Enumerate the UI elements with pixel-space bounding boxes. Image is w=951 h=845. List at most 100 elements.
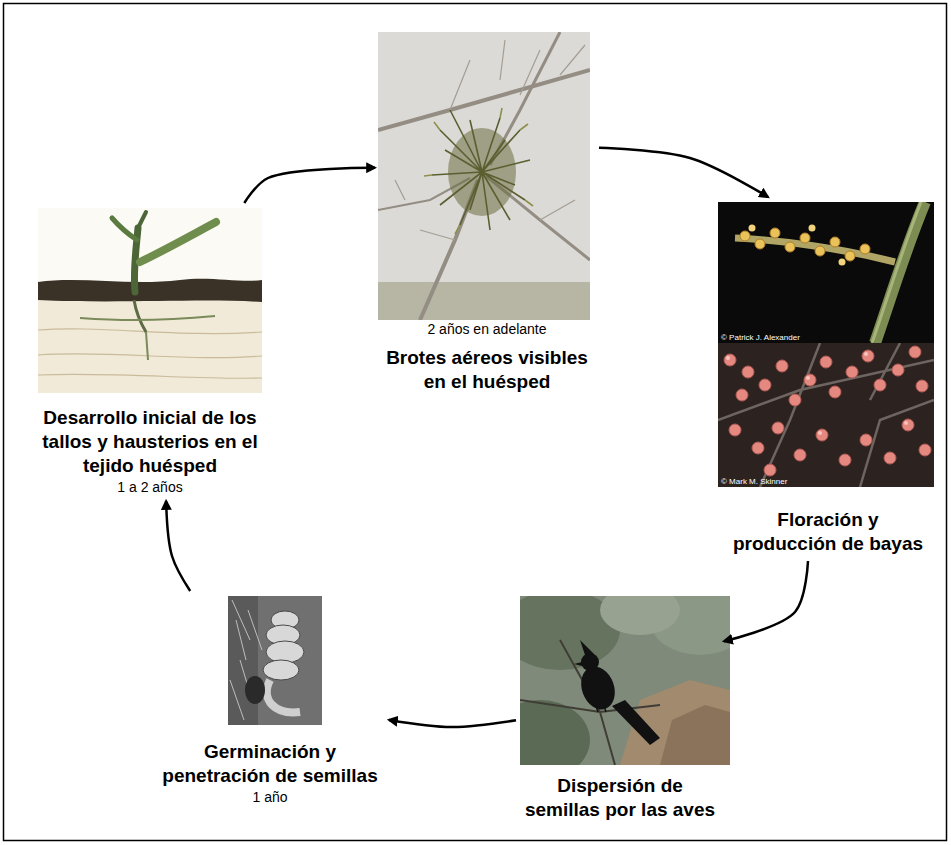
berries-photo <box>820 356 832 368</box>
flower-photo <box>785 242 795 252</box>
haustorium-illustration <box>38 208 262 393</box>
seed-micrograph <box>228 596 322 725</box>
haustorium-illustration <box>38 300 262 393</box>
bird-photo <box>612 700 660 745</box>
berries-photo <box>862 350 874 362</box>
flower-photo <box>872 202 921 343</box>
berries-photo <box>874 379 886 391</box>
flower-photo <box>860 244 870 254</box>
stage-title: Floración y producción de bayas <box>728 508 928 556</box>
bird-photo <box>660 705 730 765</box>
seed-micrograph <box>263 660 299 680</box>
bird-photo <box>580 640 594 655</box>
mistletoe-photo <box>395 40 585 240</box>
stage-node: Dispersión de semillas por las aves <box>521 596 719 822</box>
berries-photo <box>736 389 748 401</box>
berries-photo <box>742 366 754 378</box>
stage-title: Dispersión de semillas por las aves <box>521 774 719 822</box>
haustorium-illustration <box>38 279 262 302</box>
berries-photo <box>752 442 764 454</box>
haustorium-illustration <box>138 212 146 228</box>
flower-photo <box>830 237 840 247</box>
flower-photo <box>718 202 934 343</box>
stage-title: Brotes aéreos visibles en el huésped <box>380 346 594 394</box>
flower-photo <box>749 225 756 232</box>
stage-node: 2 años en adelanteBrotes aéreos visibles… <box>380 32 594 394</box>
berries-photo <box>846 366 858 378</box>
flower-photo <box>718 202 934 343</box>
mistletoe-photo <box>378 282 590 320</box>
seed-micrograph <box>266 641 304 663</box>
haustorium-illustration <box>80 316 215 360</box>
berries-photo <box>839 454 851 466</box>
flower-photo <box>839 259 846 266</box>
haustorium-illustration <box>134 300 146 332</box>
cycle-arrow <box>724 561 808 641</box>
bird-photo <box>596 706 606 712</box>
cycle-arrow <box>166 501 190 591</box>
berries-photo <box>904 421 908 425</box>
bird-photo <box>581 653 599 671</box>
stage-node: Floración y producción de bayas <box>728 202 928 556</box>
stage-title: Germinación y penetración de semillas <box>156 740 384 788</box>
berries-photo <box>916 380 928 392</box>
berries-photo <box>759 379 771 391</box>
berries-photo <box>902 419 914 431</box>
berries-photo <box>789 394 801 406</box>
mistletoe-photo <box>424 108 533 234</box>
berries-photo <box>804 374 816 386</box>
cycle-arrow <box>389 720 516 727</box>
berries-photo <box>718 343 934 487</box>
bird-photo <box>574 662 582 666</box>
mistletoe-photo <box>378 70 590 320</box>
mistletoe-photo <box>432 110 530 230</box>
stage-node: Desarrollo inicial de los tallos y haust… <box>35 208 265 496</box>
mistletoe-photo <box>378 32 590 320</box>
berries-photo <box>794 449 806 461</box>
haustorium-illustration <box>38 208 262 393</box>
berries-photo <box>729 424 741 436</box>
berries-photo <box>864 352 868 356</box>
berries-photo <box>818 431 822 435</box>
photo-credit: © Mark M. Skinner <box>721 477 787 487</box>
flower-photo <box>815 246 825 256</box>
seed-micrograph <box>245 676 265 704</box>
outer-frame <box>4 4 947 841</box>
berries-photo <box>806 376 810 380</box>
berries-photo <box>776 360 788 372</box>
berries-photo <box>860 434 872 446</box>
berries-photo <box>829 386 841 398</box>
bird-photo <box>520 596 730 765</box>
berries-photo <box>816 429 828 441</box>
stage-node: Germinación y penetración de semillas1 a… <box>156 596 384 806</box>
flower-photo <box>740 231 750 241</box>
berries-photo <box>884 452 896 464</box>
cycle-arrow <box>244 168 375 203</box>
bird-photo <box>520 640 660 765</box>
berries-photo <box>718 343 934 487</box>
photo-credit: © Patrick J. Alexander <box>721 333 800 343</box>
berries-photo <box>718 343 934 487</box>
haustorium-illustration <box>112 218 137 240</box>
berries-photo <box>726 356 730 360</box>
stage-duration: 1 año <box>156 788 384 806</box>
seed-micrograph <box>228 596 322 725</box>
flower-photo <box>735 238 895 262</box>
bird-photo <box>575 662 620 714</box>
flower-photo <box>770 228 780 238</box>
haustorium-illustration <box>38 329 262 378</box>
stage-duration: 1 a 2 años <box>35 478 265 496</box>
berries-photo <box>919 444 931 456</box>
stage-title: Desarrollo inicial de los tallos y haust… <box>35 406 265 478</box>
haustorium-illustration <box>140 222 216 262</box>
flower-photo <box>809 225 816 232</box>
berries-photo <box>909 346 921 358</box>
flower-photo <box>800 233 810 243</box>
flower-photo <box>845 251 855 261</box>
berries-photo <box>726 352 908 435</box>
seed-micrograph <box>228 596 258 725</box>
stage-duration: 2 años en adelante <box>380 320 594 338</box>
flower-photo <box>875 202 925 343</box>
berries-photo <box>764 464 776 476</box>
berries-photo <box>772 422 784 434</box>
